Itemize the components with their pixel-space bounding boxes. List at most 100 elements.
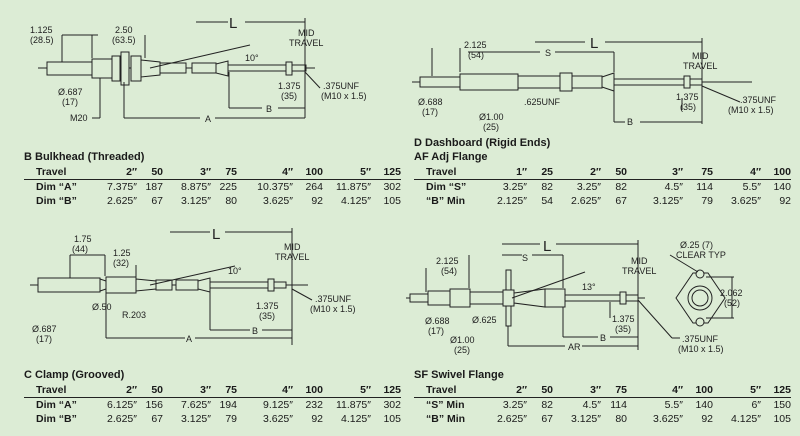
table-cell: 50	[541, 384, 553, 396]
row-label: Travel	[36, 384, 67, 396]
dim-label: Ø.625	[472, 315, 497, 325]
table-cell: 50	[615, 166, 627, 178]
table-cell: 75	[225, 384, 237, 396]
table-cell: 2.625″	[497, 413, 527, 425]
dim-label: A	[186, 334, 192, 344]
table-cell: 92	[701, 413, 713, 425]
table-cell: 2″	[516, 384, 527, 396]
table-cell: 4.125″	[341, 413, 371, 425]
dim-label: .375UNF	[740, 95, 777, 105]
dim-label: CLEAR TYP	[676, 250, 726, 260]
table-title: SF Swivel Flange	[414, 369, 504, 381]
dim-label: MID	[284, 242, 301, 252]
table-cell: 2.625″	[107, 195, 137, 207]
table-cell: 10.375″	[257, 181, 293, 193]
table-cell: 67	[541, 413, 553, 425]
dim-label: (17)	[36, 334, 52, 344]
dim-label: (54)	[441, 266, 457, 276]
dim-label: .375UNF	[682, 334, 719, 344]
table-cell: 3.25″	[576, 181, 601, 193]
dashboard-drawing: L 2.125 (54) S MID TRAVEL Ø.688 (17) .62…	[412, 35, 777, 132]
dim-label: (35)	[615, 324, 631, 334]
table-cell: 4.5″	[582, 399, 601, 411]
table-cell: 194	[219, 399, 237, 411]
dim-label: Ø.50	[92, 302, 112, 312]
dim-label: (M10 x 1.5)	[678, 344, 724, 354]
table-cell: 140	[773, 181, 791, 193]
table-cell: 3.125″	[571, 413, 601, 425]
dim-label: Ø1.00	[450, 335, 475, 345]
dim-label: Ø.25 (7)	[680, 240, 713, 250]
table-cell: 4.5″	[664, 181, 683, 193]
dim-label: AR	[568, 342, 581, 352]
row-label: Dim “B”	[36, 413, 77, 425]
table-cell: 105	[383, 195, 401, 207]
table-cell: 67	[615, 195, 627, 207]
table-cell: 4″	[750, 166, 761, 178]
table-cell: 3.25″	[502, 181, 527, 193]
dim-label: (17)	[428, 326, 444, 336]
dim-label: (M10 x 1.5)	[728, 105, 774, 115]
dim-label: (32)	[113, 258, 129, 268]
dim-label: 2.125	[464, 40, 487, 50]
dim-label: MID	[298, 28, 315, 38]
table-subtitle: AF Adj Flange	[414, 151, 488, 163]
table-cell: 302	[383, 399, 401, 411]
dim-L: L	[590, 35, 598, 52]
table-cell: 3.625″	[653, 413, 683, 425]
table-cell: 187	[145, 181, 163, 193]
table-cell: 8.875″	[181, 181, 211, 193]
dim-label: (25)	[454, 345, 470, 355]
table-cell: 125	[383, 384, 401, 396]
table-cell: 7.375″	[107, 181, 137, 193]
table-cell: 25	[541, 166, 553, 178]
table-cell: 3″	[200, 166, 211, 178]
dim-label: 1.375	[278, 81, 301, 91]
dim-label: (M10 x 1.5)	[310, 304, 356, 314]
swivel-drawing: L Ø.25 (7) CLEAR TYP 2.125 (54) S MID TR…	[406, 238, 743, 355]
table-cell: 82	[541, 399, 553, 411]
dim-label: .625UNF	[524, 97, 561, 107]
dim-label: B	[600, 333, 606, 343]
table-cell: 3.625″	[263, 195, 293, 207]
dim-label: 10°	[228, 266, 242, 276]
table-cell: 1″	[516, 166, 527, 178]
dim-label: B	[627, 117, 633, 127]
dim-label: .375UNF	[323, 81, 360, 91]
table-cell: 232	[305, 399, 323, 411]
table-cell: 79	[701, 195, 713, 207]
dim-label: (17)	[62, 97, 78, 107]
dim-label: MID	[692, 51, 709, 61]
dim-label: 13°	[582, 282, 596, 292]
table-cell: 4″	[282, 384, 293, 396]
dim-label: (35)	[259, 311, 275, 321]
dim-L: L	[543, 238, 551, 255]
table-cell: 3″	[672, 166, 683, 178]
dim-label: 1.375	[676, 92, 699, 102]
dim-label: (44)	[72, 244, 88, 254]
table-cell: 125	[773, 384, 791, 396]
table-cell: 92	[311, 413, 323, 425]
table-cell: 9.125″	[263, 399, 293, 411]
dim-label: TRAVEL	[622, 266, 656, 276]
table-cell: 6″	[751, 399, 761, 411]
dim-label: 1.25	[113, 248, 131, 258]
table-cell: 5″	[360, 384, 371, 396]
row-label: “B” Min	[426, 413, 466, 425]
row-label: Travel	[36, 166, 67, 178]
table-cell: 156	[145, 399, 163, 411]
table-cell: 5.5″	[664, 399, 683, 411]
table-cell: 105	[383, 413, 401, 425]
dim-label: A	[205, 114, 211, 124]
table-cell: 82	[541, 181, 553, 193]
table-cell: 150	[773, 399, 791, 411]
table-cell: 5″	[360, 166, 371, 178]
table-cell: 54	[541, 195, 553, 207]
